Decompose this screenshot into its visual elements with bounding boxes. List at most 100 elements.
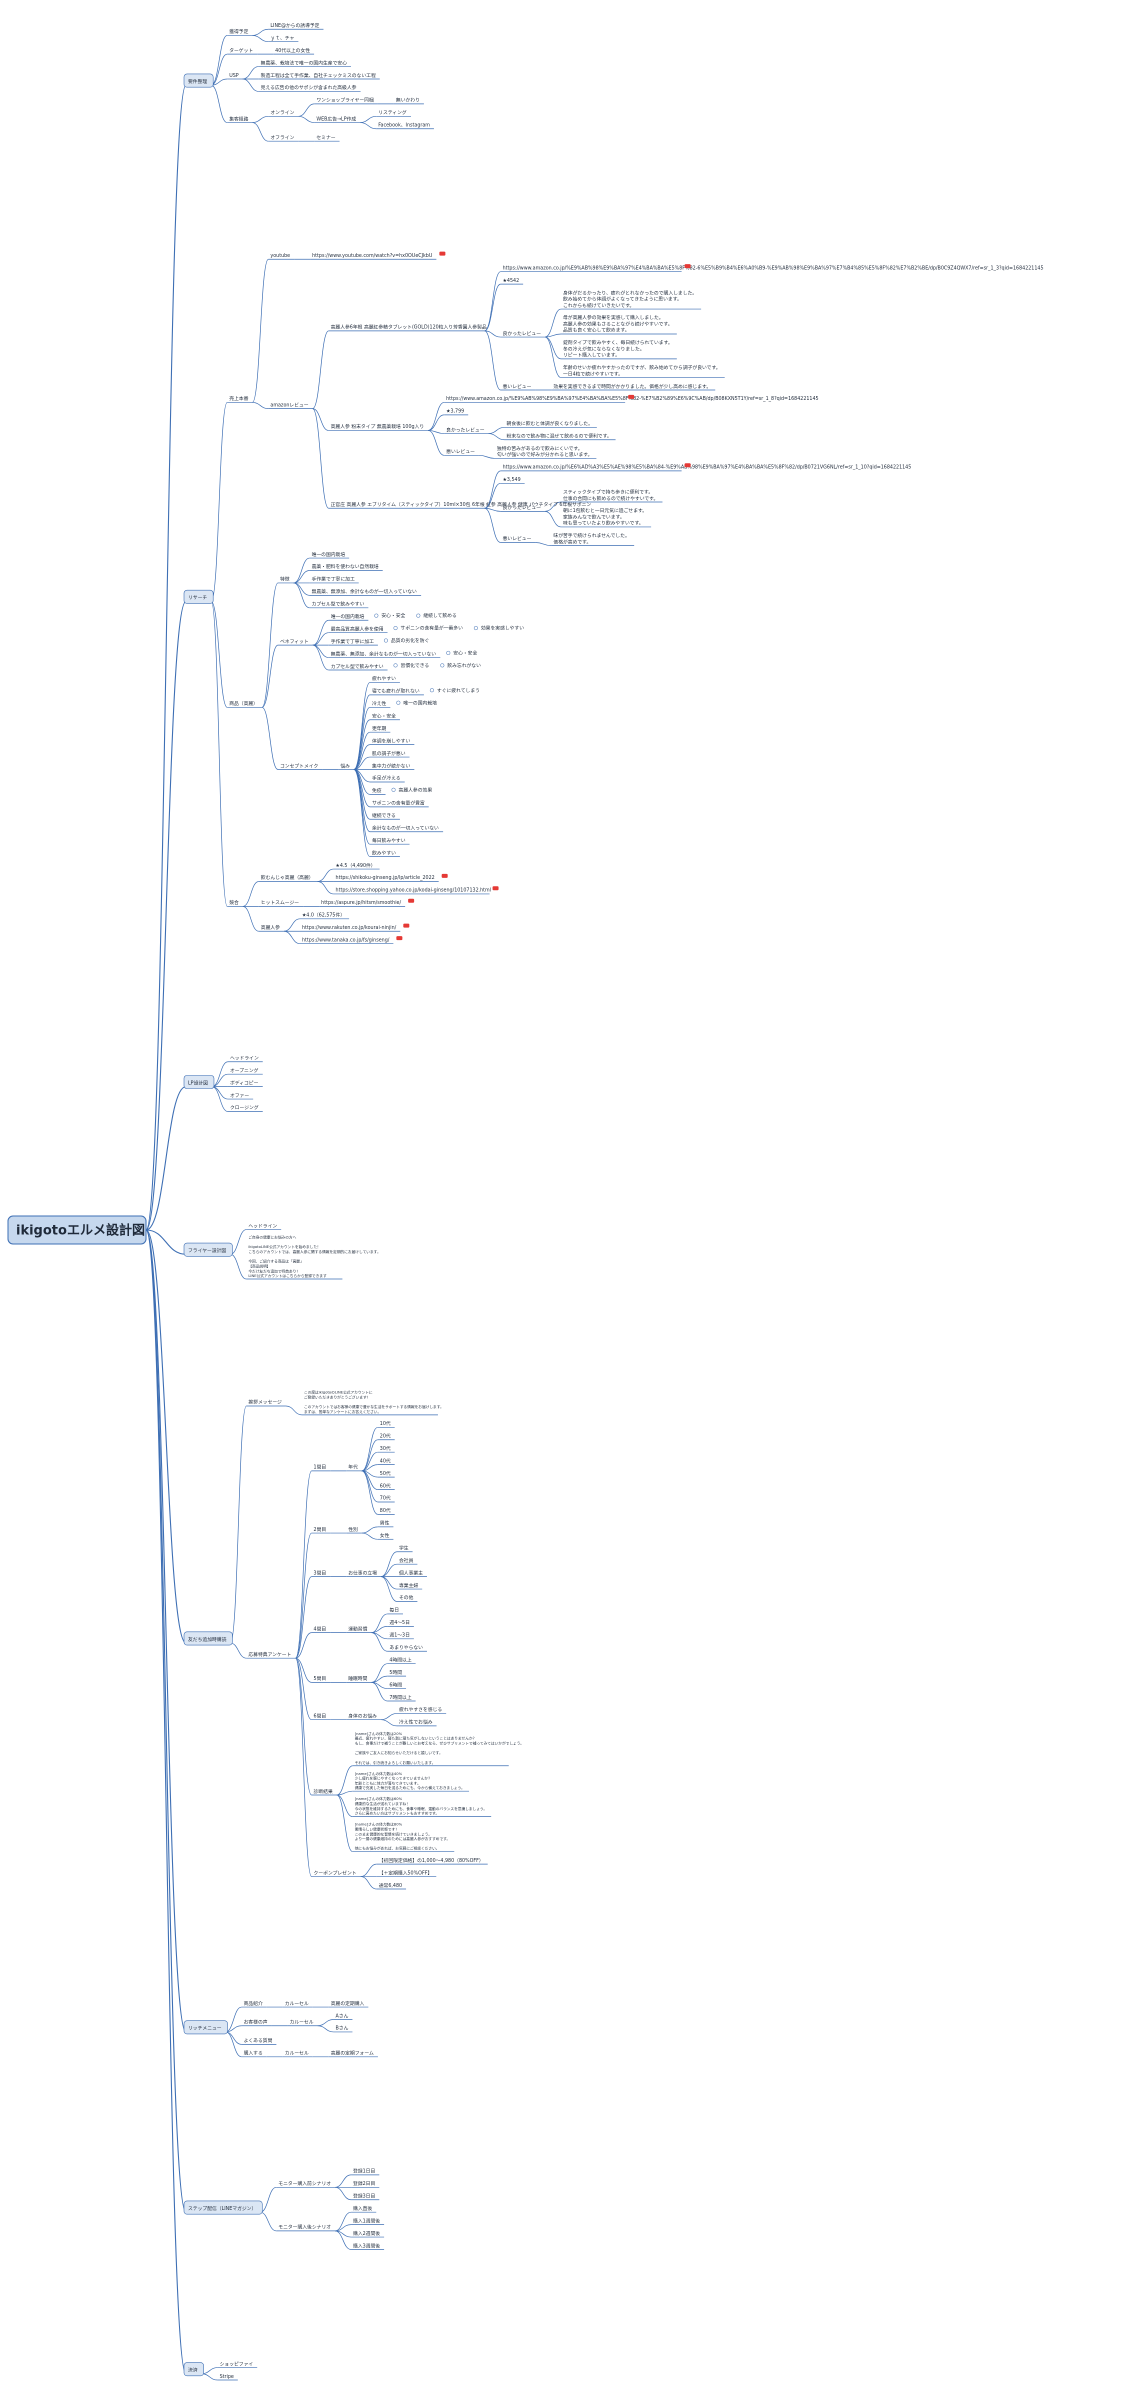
- node-text: 40代: [380, 1457, 391, 1464]
- mind-map-node: [name]さんの体力数は40%少し疲れを感じやすくなってきていませんか？年齢と…: [355, 1771, 465, 1790]
- link-icon[interactable]: [628, 394, 635, 399]
- node-text: 20代: [380, 1433, 391, 1440]
- branch-box: [183, 2200, 263, 2215]
- node-text: 手作業で丁寧に加工: [312, 576, 355, 583]
- node-text: 最近、疲れやすい、寝た割に寝た気がしないということはありませんか？: [355, 1736, 477, 1741]
- link-icon[interactable]: [396, 936, 403, 941]
- node-text: 要件整理: [188, 78, 207, 85]
- mind-map-node: 製造工程は全て手作業、自社チェックミスのない工程: [261, 72, 376, 79]
- node-text: 味も思っていたより飲みやすいです。: [563, 520, 644, 527]
- branch-box: [183, 1075, 215, 1089]
- link-icon[interactable]: [408, 898, 415, 903]
- node-text: https://aspure.jp/hitsm/smoothie/: [321, 900, 401, 906]
- node-text: 無農薬、栽培法で唯一の国内生産で安心: [261, 59, 348, 66]
- url-node[interactable]: https://www.amazon.co.jp/%E6%AD%A3%E5%AE…: [503, 463, 912, 471]
- node-text: リッチメニュー: [188, 2026, 222, 2032]
- link-icon[interactable]: [684, 463, 691, 468]
- mind-map-node: セミナー: [316, 135, 335, 141]
- mind-map-node: 効果を実感できるまで時間がかかりました。価格が少し高めに感じます。: [553, 383, 711, 390]
- node-text: よくある質問: [244, 2037, 273, 2044]
- connector-dot-icon: [396, 700, 401, 705]
- url-node[interactable]: https://www.amazon.co.jp/%E9%AB%98%E9%BA…: [446, 394, 819, 402]
- mind-map-node: 継続できる: [372, 812, 396, 819]
- mind-map-node: 運動習慣: [348, 1625, 367, 1632]
- node-text: 価格が高めです。: [553, 538, 591, 545]
- node-tail-text: 習慣化できる: [401, 662, 430, 669]
- node-tail-text: 効果を実感しやすい: [481, 625, 524, 632]
- node-text: 学生: [399, 1544, 409, 1551]
- node-tail-text: すぐに疲れてしまう: [437, 687, 480, 694]
- node-text: 登録3日目: [353, 2193, 375, 2200]
- node-text: 5時間: [389, 1670, 402, 1676]
- node-text: ヒットスムージー: [261, 900, 299, 906]
- node-text: 家族みんなで飲んでいます。: [563, 513, 625, 520]
- mind-map-node: 体調を崩しやすい: [372, 737, 411, 744]
- node-text: 【初回限定価格】の1,000〜4,980（80%OFF）: [379, 1857, 484, 1864]
- node-text: 3問目: [314, 1570, 327, 1576]
- node-text: もし、食事だけで補うことが難しいとお考えなら、ぜひサプリメントで補ってみてはいか…: [355, 1741, 524, 1746]
- mind-map-node: [name]さんの体力数は60%健康的な生活が送れていますね！今の状態を維持する…: [355, 1796, 487, 1815]
- url-node[interactable]: https://www.rakuten.co.jp/kourai-ninjin/: [302, 923, 410, 931]
- link-icon[interactable]: [403, 923, 410, 928]
- mind-map-node: 手作業で丁寧に加工: [312, 576, 355, 583]
- node-text: 悩み: [340, 762, 350, 769]
- node-text: その他: [399, 1594, 414, 1601]
- mind-map-node: ワンショップライヤー同梱: [316, 97, 374, 104]
- connector-dot-icon: [374, 613, 379, 618]
- mind-map-node: 購入2週間後: [353, 2230, 380, 2237]
- mind-map-node: 余計なものが一切入っていない: [372, 824, 439, 831]
- branch-box: [183, 589, 214, 604]
- node-text: 70代: [380, 1495, 391, 1502]
- mind-map-node: リスティング: [378, 109, 407, 116]
- mind-map-node: 個人事業主: [399, 1569, 423, 1576]
- mind-map-node: [name]さんの体力数は20%最近、疲れやすい、寝た割に寝た気がしないというこ…: [355, 1731, 524, 1765]
- url-node[interactable]: https://aspure.jp/hitsm/smoothie/: [321, 898, 415, 906]
- node-text: 6時間: [389, 1682, 402, 1688]
- node-text: https://www.rakuten.co.jp/kourai-ninjin/: [302, 925, 397, 931]
- link-icon[interactable]: [492, 886, 499, 891]
- node-text: 応募特典アンケート: [248, 1651, 291, 1658]
- node-text: 毎日: [389, 1607, 399, 1614]
- node-text: これからも続けていきたいです。: [563, 302, 634, 309]
- connector-dot-icon: [416, 613, 421, 618]
- link-icon[interactable]: [441, 873, 448, 878]
- mind-map-node: 性別: [348, 1526, 358, 1533]
- link-icon[interactable]: [439, 251, 446, 256]
- node-text: 友だち追加時購読: [188, 1636, 227, 1643]
- node-text: 挨拶メッセージ: [248, 1399, 282, 1406]
- mind-map-node: 売上本番: [229, 395, 248, 402]
- node-text: [name]さんの体力数は60%: [355, 1796, 403, 1801]
- node-text: 80代: [380, 1507, 391, 1514]
- url-node[interactable]: https://www.amazon.co.jp/%E9%AB%98%E9%BA…: [503, 264, 1044, 271]
- mind-map-node: USP: [229, 73, 239, 79]
- url-node[interactable]: https://store.shopping.yahoo.co.jp/kodai…: [336, 886, 499, 894]
- connector-dot-icon: [473, 626, 478, 631]
- node-tail-text: 安心・安全: [453, 650, 477, 657]
- node-text: 登録2日目: [353, 2180, 375, 2187]
- mind-map-node: 50代: [380, 1470, 391, 1477]
- node-text: 更年期: [372, 725, 387, 732]
- node-text: 飲み始めてから体調がよくなってきたように思います。: [563, 296, 682, 303]
- mind-map-node: ターゲット: [229, 47, 253, 54]
- node-text: セミナー: [316, 135, 335, 141]
- node-text: 登録1日目: [353, 2168, 375, 2175]
- link-icon[interactable]: [684, 264, 691, 269]
- node-tail-text: 安心・安全: [381, 612, 405, 619]
- node-text: ワンショップライヤー同梱: [316, 97, 374, 104]
- mind-map-node: ｙｔ、チャ: [270, 35, 294, 41]
- node-text: 体調を崩しやすい: [372, 737, 411, 744]
- node-tail-text: サポニンの含有量が一番多い: [401, 625, 464, 632]
- node-text: https://www.tanaka.co.jp/fs/ginseng/: [302, 937, 390, 943]
- node-text: Stripe: [220, 2374, 234, 2380]
- node-text: ★3,549: [503, 477, 521, 483]
- node-text: リスティング: [378, 109, 407, 116]
- mind-map-node: 錠剤タイプで飲みやすく、毎日続けられています。冬の冷えが気にならなくなりました。…: [563, 339, 673, 358]
- branch-box: [183, 2362, 204, 2377]
- url-node[interactable]: https://shikoku-ginseng.jp/lp/article_20…: [336, 873, 448, 881]
- url-node[interactable]: https://www.youtube.com/watch?v=hx0OUeCJ…: [312, 251, 446, 259]
- node-text: Aさん: [336, 2012, 349, 2019]
- url-node[interactable]: https://www.tanaka.co.jp/fs/ginseng/: [302, 936, 403, 943]
- node-text: ヘッドライン: [230, 1055, 259, 1061]
- mind-map-node: スティックタイプで持ち歩きに便利です。仕事の合間にも飲めるので続けやすいです。: [563, 489, 658, 502]
- node-text: 個人事業主: [399, 1569, 423, 1576]
